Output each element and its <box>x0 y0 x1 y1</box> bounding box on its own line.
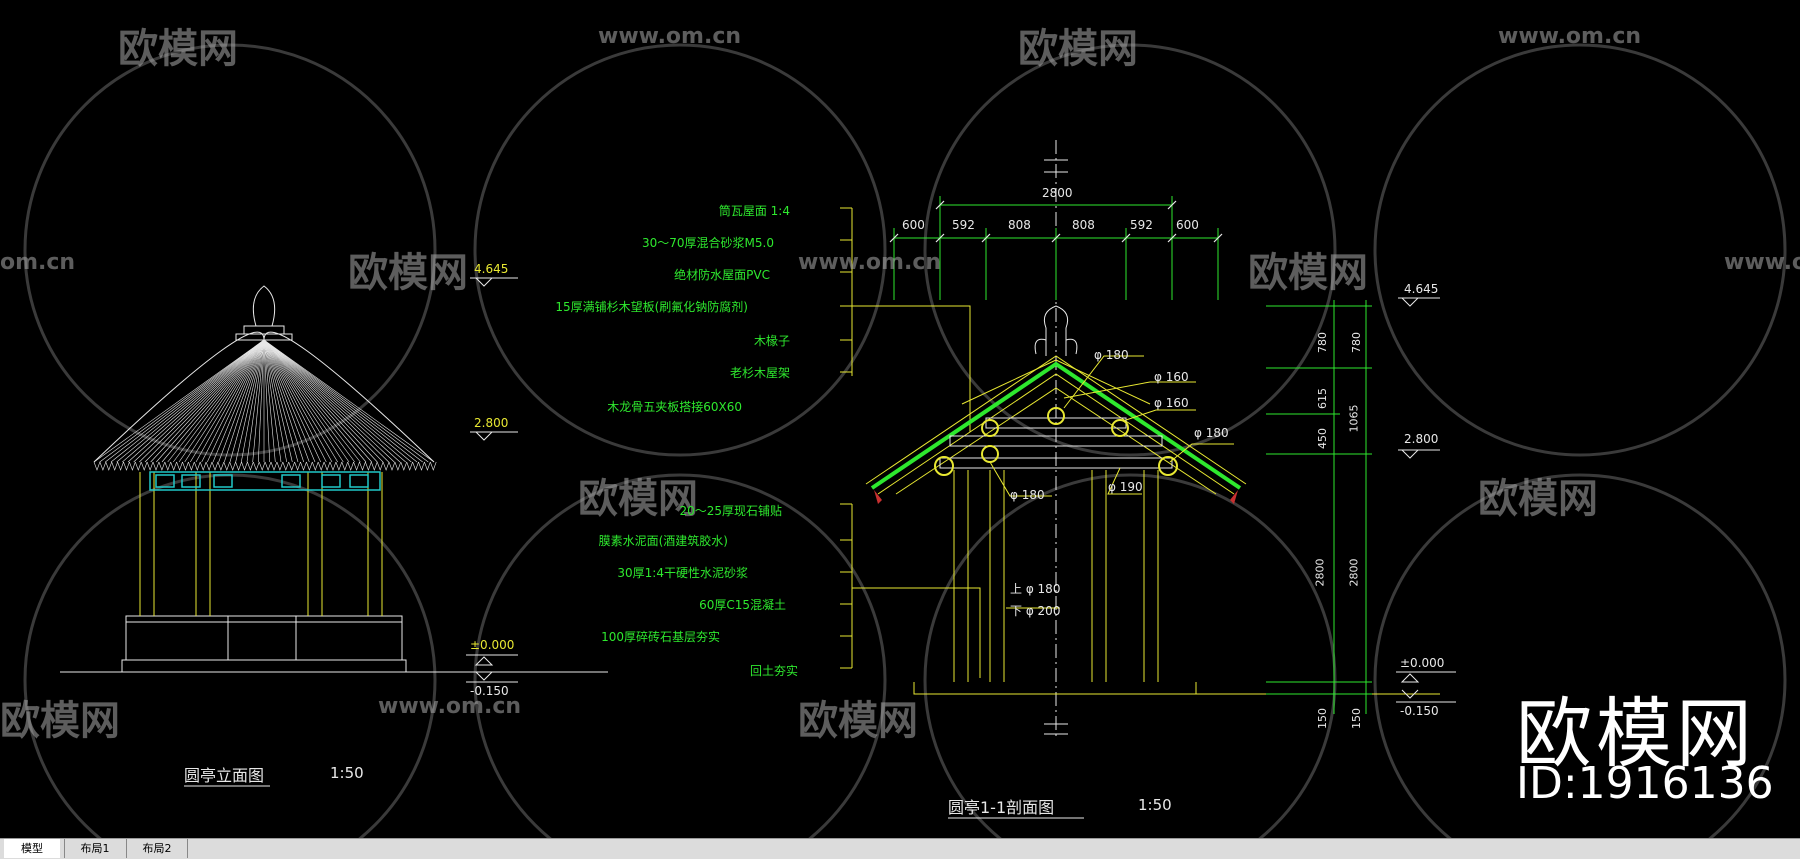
right-elev-ground: ±0.000 <box>1400 656 1445 670</box>
left-pavilion-elevation <box>60 277 608 787</box>
tab-layout-2[interactable]: 布局2 <box>126 839 188 858</box>
watermark-brand: 欧模网 <box>798 698 918 744</box>
right-elev-below: -0.150 <box>1400 704 1439 718</box>
floor-layer: 膜素水泥面(酒建筑胶水) <box>598 534 728 548</box>
layout-tab-bar: 模型 布局1 布局2 <box>0 838 1800 859</box>
dim-vertical: 2800 <box>1347 558 1361 587</box>
watermark-url: www.om.cn <box>378 694 522 719</box>
roof-layer: 15厚满铺杉木望板(刷氟化钠防腐剂) <box>555 300 748 314</box>
watermark-url: www.om.cn <box>1498 24 1642 49</box>
right-elev-top: 4.645 <box>1404 282 1439 296</box>
dim-vertical: 2800 <box>1313 558 1327 587</box>
dim-span: 808 <box>1008 218 1031 232</box>
right-drawing-title: 圆亭1-1剖面图 <box>948 798 1055 817</box>
watermark-brand: 欧模网 <box>118 26 238 72</box>
member-label: φ 180 <box>1194 426 1229 440</box>
dim-vertical: 1065 <box>1347 404 1361 433</box>
dim-span: 808 <box>1072 218 1095 232</box>
right-elev-eave: 2.800 <box>1404 432 1439 446</box>
watermark-url: www.om.cn <box>598 24 742 49</box>
dim-vertical: 150 <box>1350 708 1363 729</box>
roof-layer: 绝材防水屋面PVC <box>674 268 770 282</box>
watermark-brand: 欧模网 <box>1248 250 1368 296</box>
roof-layer: 老杉木屋架 <box>729 366 790 380</box>
floor-layer: 100厚碎砖石基层夯实 <box>601 630 720 644</box>
member-label: φ 160 <box>1154 396 1189 410</box>
watermark-url: www.om.cn <box>798 250 942 275</box>
roof-layer: 木龙骨五夹板搭接60X60 <box>607 400 742 414</box>
dim-vertical: 450 <box>1316 428 1329 449</box>
dim-span: 592 <box>1130 218 1153 232</box>
left-drawing-title: 圆亭立面图 <box>184 766 265 785</box>
floor-layer: 20～25厚现石铺贴 <box>679 504 782 518</box>
left-elev-ground: ±0.000 <box>470 638 515 652</box>
dim-span: 600 <box>1176 218 1199 232</box>
watermark-brand: 欧模网 <box>1478 476 1598 522</box>
roof-layer: 筒瓦屋面 1:4 <box>718 204 790 218</box>
floor-layer: 回土夯实 <box>749 664 798 678</box>
brand-overlay-name: 欧模网 <box>1516 689 1756 778</box>
member-label: φ 180 <box>1010 488 1045 502</box>
member-label: φ 160 <box>1154 370 1189 384</box>
left-drawing-scale: 1:50 <box>330 764 364 782</box>
dim-vertical: 615 <box>1316 388 1329 409</box>
member-label: 上 φ 180 <box>1010 582 1061 596</box>
member-label: φ 180 <box>1094 348 1129 362</box>
watermark-brand: 欧模网 <box>1018 26 1138 72</box>
member-label: φ 190 <box>1108 480 1143 494</box>
dim-span: 600 <box>902 218 925 232</box>
left-elev-below: -0.150 <box>470 684 509 698</box>
floor-layer: 60厚C15混凝土 <box>699 598 786 612</box>
dim-span: 592 <box>952 218 975 232</box>
roof-layer: 木椽子 <box>753 334 790 348</box>
drawing-svg <box>23 43 1787 838</box>
roof-layer: 30～70厚混合砂浆M5.0 <box>642 236 774 250</box>
dim-total: 2800 <box>1042 186 1073 200</box>
watermark-brand: 欧模网 <box>578 476 698 522</box>
watermark-url: www.om.cn <box>1724 250 1800 275</box>
cad-drawing-canvas[interactable]: 欧模网 www.om.cn 欧模网 www.om.cn om.cn 欧模网 ww… <box>0 0 1800 838</box>
dim-vertical: 150 <box>1316 708 1329 729</box>
watermark-brand: 欧模网 <box>0 698 120 744</box>
right-drawing-scale: 1:50 <box>1138 796 1172 814</box>
dim-vertical: 780 <box>1316 332 1329 353</box>
right-pavilion-section <box>840 140 1456 819</box>
watermark-url: om.cn <box>0 250 76 275</box>
floor-layer: 30厚1:4干硬性水泥砂浆 <box>617 566 748 580</box>
watermark-brand: 欧模网 <box>348 250 468 296</box>
member-label: 下 φ 200 <box>1010 604 1061 618</box>
left-elev-eave: 2.800 <box>474 416 509 430</box>
eave-fringe <box>93 461 437 471</box>
brand-overlay-id: ID:1916136 <box>1516 758 1774 809</box>
tab-layout-1[interactable]: 布局1 <box>64 839 125 858</box>
dim-vertical: 780 <box>1350 332 1363 353</box>
roof-rafter-lines <box>93 339 435 463</box>
left-elev-top: 4.645 <box>474 262 509 276</box>
tab-model[interactable]: 模型 <box>4 839 60 858</box>
